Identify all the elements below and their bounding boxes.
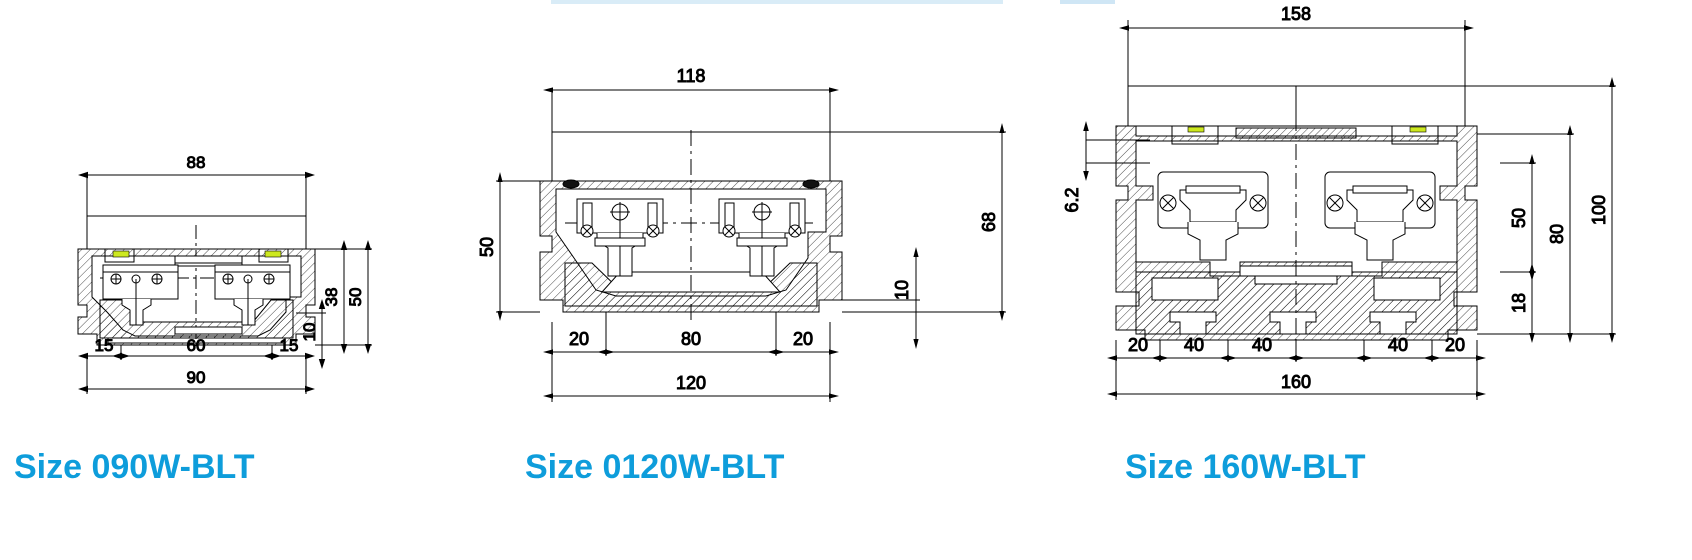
dim-label-160: 160: [1281, 372, 1311, 392]
bearing-block-right: [1324, 171, 1436, 261]
dim-label-40-c: 40: [1388, 335, 1408, 355]
bearing-block-right: [214, 264, 291, 326]
dim-label-15-left: 15: [95, 336, 114, 355]
dim-label-18: 18: [1509, 293, 1529, 313]
title-090w-blt: Size 090W-BLT: [14, 448, 255, 486]
dim-label-38: 38: [322, 288, 341, 307]
dim-6-2: [1083, 121, 1150, 181]
dim-label-6-2: 6.2: [1062, 187, 1082, 212]
dim-label-118: 118: [677, 66, 706, 86]
dim-68: [830, 123, 1006, 321]
dim-label-40-a: 40: [1184, 335, 1204, 355]
dim-row-80: [543, 312, 839, 402]
dim-158: [1119, 20, 1474, 86]
dim-100: [1465, 77, 1616, 343]
dim-10: [296, 299, 326, 369]
dim-label-50: 50: [1509, 208, 1529, 228]
dim-label-20-right: 20: [1445, 335, 1465, 355]
dim-10: [819, 247, 920, 349]
top-accent-bar: [551, 0, 1003, 4]
dim-label-20-left: 20: [569, 329, 589, 349]
dim-label-20-right: 20: [793, 329, 813, 349]
bearing-block-left: [1157, 171, 1269, 261]
dim-row-160: [1107, 340, 1486, 400]
drawing-0120w-blt: 118: [470, 0, 1040, 560]
dim-label-120: 120: [676, 373, 706, 393]
bearing-block-left: [102, 264, 179, 326]
drawing-090w-blt: 88: [0, 0, 470, 560]
dim-label-40-b: 40: [1252, 335, 1272, 355]
dim-row-60: [78, 345, 315, 394]
dim-label-80: 80: [681, 329, 701, 349]
title-0120w-blt: Size 0120W-BLT: [525, 448, 785, 486]
dim-50: [496, 172, 540, 321]
seal-highlight-left: [1187, 126, 1205, 133]
dim-label-10: 10: [300, 323, 319, 342]
seal-highlight-left: [112, 250, 130, 258]
bearing-block-right: [718, 198, 806, 277]
dim-label-10: 10: [892, 280, 912, 300]
seal-left: [562, 179, 580, 189]
seal-highlight-right: [264, 250, 282, 258]
dim-label-80: 80: [1547, 224, 1567, 244]
dim-label-158: 158: [1281, 4, 1311, 24]
dim-label-60: 60: [187, 336, 206, 355]
bearing-block-left: [576, 198, 664, 277]
dim-label-20-left: 20: [1128, 335, 1148, 355]
dim-label-15-right: 15: [280, 336, 299, 355]
dim-label-50: 50: [346, 288, 365, 307]
drawing-160w-blt: 158: [1040, 0, 1692, 560]
dim-label-88: 88: [187, 153, 206, 172]
title-160w-blt: Size 160W-BLT: [1125, 448, 1366, 486]
dim-label-100: 100: [1589, 195, 1609, 225]
top-accent-bar-secondary: [1060, 0, 1115, 4]
dim-label-68: 68: [979, 212, 999, 232]
dim-80: [1477, 125, 1574, 343]
seal-right: [802, 179, 820, 189]
dim-label-50: 50: [477, 237, 497, 257]
dim-label-90: 90: [187, 368, 206, 387]
seal-highlight-right: [1409, 126, 1427, 133]
